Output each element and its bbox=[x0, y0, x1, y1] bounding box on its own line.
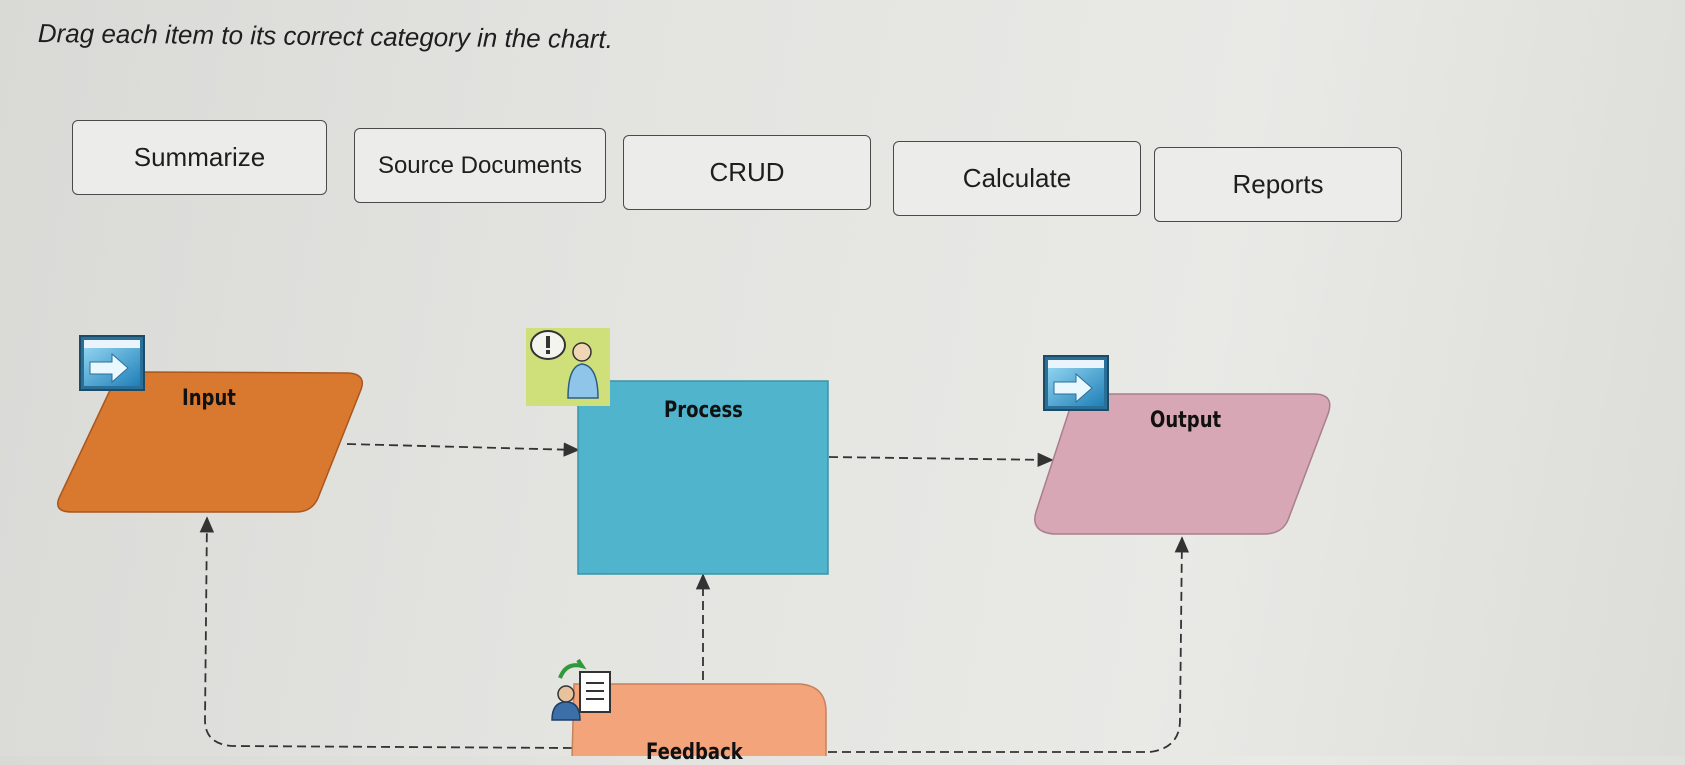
drag-item-label: CRUD bbox=[709, 157, 785, 187]
drag-item-summarize[interactable]: Summarize bbox=[72, 120, 327, 195]
connector-feedback-to-output bbox=[828, 536, 1190, 753]
output-label: Output bbox=[1150, 408, 1222, 433]
drag-item-label: Calculate bbox=[962, 163, 1072, 193]
user-document-icon bbox=[551, 658, 611, 721]
drag-item-source-documents[interactable]: Source Documents bbox=[354, 128, 606, 203]
drag-item-label: Reports bbox=[1232, 169, 1324, 199]
import-arrow-icon bbox=[79, 335, 145, 391]
connector-lines bbox=[199, 442, 1190, 753]
drag-item-crud[interactable]: CRUD bbox=[623, 135, 871, 210]
connector-process-to-output bbox=[828, 452, 1054, 468]
drag-item-label: Summarize bbox=[133, 142, 266, 172]
input-label: Input bbox=[182, 386, 236, 411]
user-alert-icon bbox=[526, 328, 610, 406]
connector-feedback-to-input bbox=[199, 516, 573, 749]
export-arrow-icon bbox=[1043, 355, 1109, 411]
process-label: Process bbox=[664, 398, 743, 423]
feedback-shape[interactable] bbox=[571, 683, 827, 756]
drag-item-reports[interactable]: Reports bbox=[1154, 147, 1402, 222]
connector-input-to-process bbox=[346, 442, 580, 457]
feedback-label: Feedback bbox=[646, 740, 743, 765]
process-shape[interactable] bbox=[577, 380, 829, 575]
drag-item-calculate[interactable]: Calculate bbox=[893, 141, 1141, 216]
drag-item-label: Source Documents bbox=[377, 151, 583, 179]
